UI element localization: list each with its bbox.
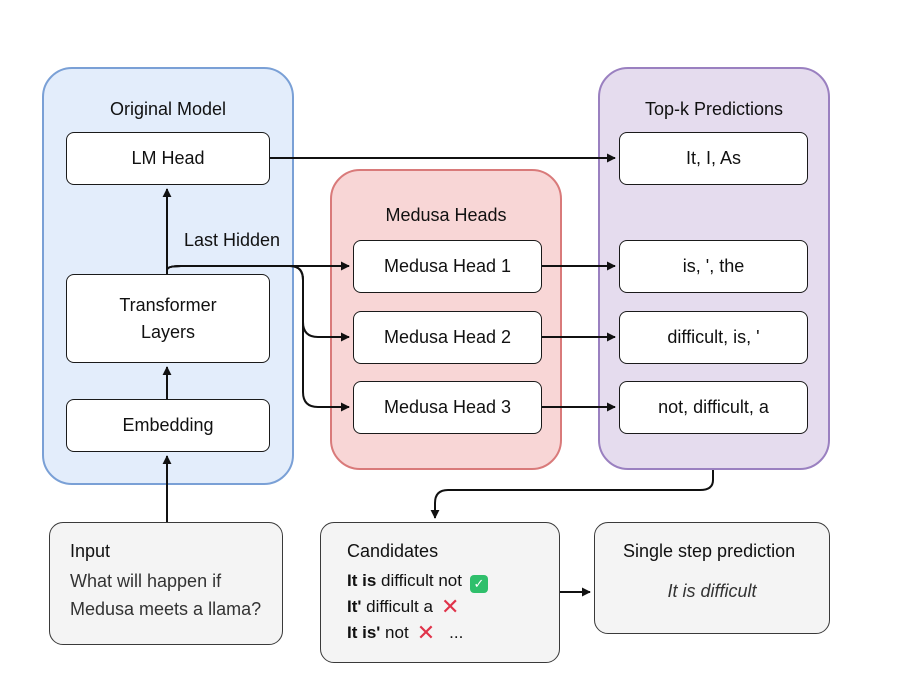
arrow-hidden-to-medusa2 [166, 265, 350, 342]
cross-icon: ✕ [440, 594, 460, 619]
input-panel: Input What will happen if Medusa meets a… [49, 522, 283, 645]
single-step-title: Single step prediction [623, 541, 796, 561]
candidate-3-rest: not [380, 623, 409, 642]
candidate-row-3: It is' not ✕... [347, 620, 464, 645]
medusa-head-3-box: Medusa Head 3 [353, 381, 542, 434]
candidates-title: Candidates [347, 541, 439, 561]
embedding-box: Embedding [66, 399, 270, 452]
candidate-row-2: It' difficult a ✕ [347, 594, 460, 619]
medusa-head-1-box: Medusa Head 1 [353, 240, 542, 293]
medusa-head-3-label: Medusa Head 3 [383, 397, 512, 417]
candidate-row-1: It is difficult not ✓ [347, 571, 488, 593]
single-step-text: It is difficult [667, 581, 757, 601]
candidate-1-bold: It is [347, 571, 377, 590]
transformer-label-line1: Transformer [119, 294, 217, 315]
medusa-head-1-label: Medusa Head 1 [383, 256, 512, 276]
embedding-label: Embedding [122, 415, 214, 435]
check-icon: ✓ [469, 575, 488, 593]
topk-item-3-label: difficult, is, ' [667, 327, 760, 347]
cross-icon: ✕ [416, 620, 436, 645]
medusa-heads-title: Medusa Heads [385, 205, 507, 225]
topk-item-2-box: is, ', the [619, 240, 808, 293]
input-text-line1: What will happen if [70, 571, 222, 591]
topk-item-1-box: It, I, As [619, 132, 808, 185]
topk-item-4-box: not, difficult, a [619, 381, 808, 434]
arrow-hidden-to-medusa3 [166, 265, 350, 412]
topk-item-2-label: is, ', the [682, 256, 745, 276]
input-title: Input [70, 541, 111, 561]
lm-head-label: LM Head [131, 148, 205, 168]
topk-item-4-label: not, difficult, a [658, 397, 769, 417]
candidate-3-bold: It is' [347, 623, 381, 642]
candidate-2-bold: It' [347, 597, 362, 616]
candidate-1-rest: difficult not [376, 571, 462, 590]
input-text-line2: Medusa meets a llama? [70, 599, 262, 619]
candidate-3-ellipsis: ... [449, 623, 464, 642]
transformer-label-line2: Layers [140, 321, 196, 342]
candidates-panel: Candidates It is difficult not ✓ It' diff… [320, 522, 560, 663]
original-model-title: Original Model [109, 99, 227, 119]
single-step-panel: Single step prediction It is difficult [594, 522, 830, 634]
lm-head-box: LM Head [66, 132, 270, 185]
topk-item-1-label: It, I, As [685, 148, 742, 168]
medusa-head-2-label: Medusa Head 2 [383, 327, 512, 347]
topk-predictions-title: Top-k Predictions [644, 99, 784, 119]
transformer-layers-box: Transformer Layers [66, 274, 270, 363]
topk-item-3-box: difficult, is, ' [619, 311, 808, 364]
candidate-2-rest: difficult a [361, 597, 433, 616]
medusa-head-2-box: Medusa Head 2 [353, 311, 542, 364]
arrow-topk-to-candidates [430, 470, 714, 519]
last-hidden-label: Last Hidden [184, 230, 281, 250]
